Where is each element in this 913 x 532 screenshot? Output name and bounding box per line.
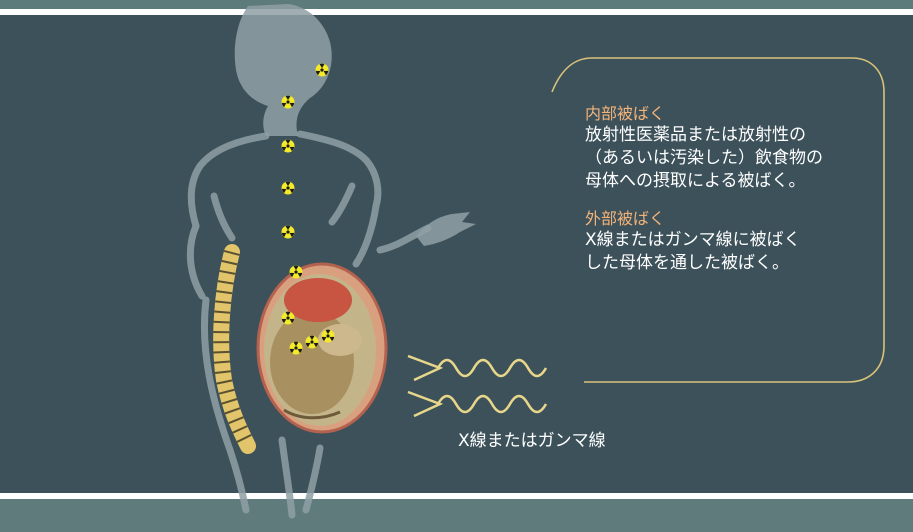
xray-gamma-label: X線またはガンマ線: [458, 430, 606, 452]
internal-exposure-line-1: 放射性医薬品または放射性の: [585, 124, 875, 147]
internal-exposure-line-3: 母体への摂取による被ばく。: [585, 170, 875, 193]
internal-exposure-heading: 内部被ばく: [585, 104, 875, 124]
radiation-icon: [281, 226, 294, 239]
external-exposure-line-2: した母体を通した被ばく。: [585, 252, 875, 275]
external-exposure-heading: 外部被ばく: [585, 209, 875, 229]
xray-wave-arrows: [408, 356, 546, 416]
spine: [221, 252, 248, 446]
uterus-with-fetus: [258, 264, 386, 432]
exposure-callout: 内部被ばく 放射性医薬品または放射性の （あるいは汚染した）飲食物の 母体への摂…: [585, 104, 875, 275]
external-exposure-line-1: X線またはガンマ線に被ばく: [585, 229, 875, 252]
radiation-icon: [281, 182, 294, 195]
arrowhead-icon: [408, 392, 440, 416]
arrowhead-icon: [408, 356, 440, 380]
spacer: [585, 193, 875, 209]
hand-silhouette: [416, 212, 476, 246]
wavy-arrow-icon: [438, 360, 546, 376]
internal-exposure-line-2: （あるいは汚染した）飲食物の: [585, 147, 875, 170]
radiation-icon: [281, 140, 294, 153]
wavy-arrow-icon: [438, 396, 546, 412]
